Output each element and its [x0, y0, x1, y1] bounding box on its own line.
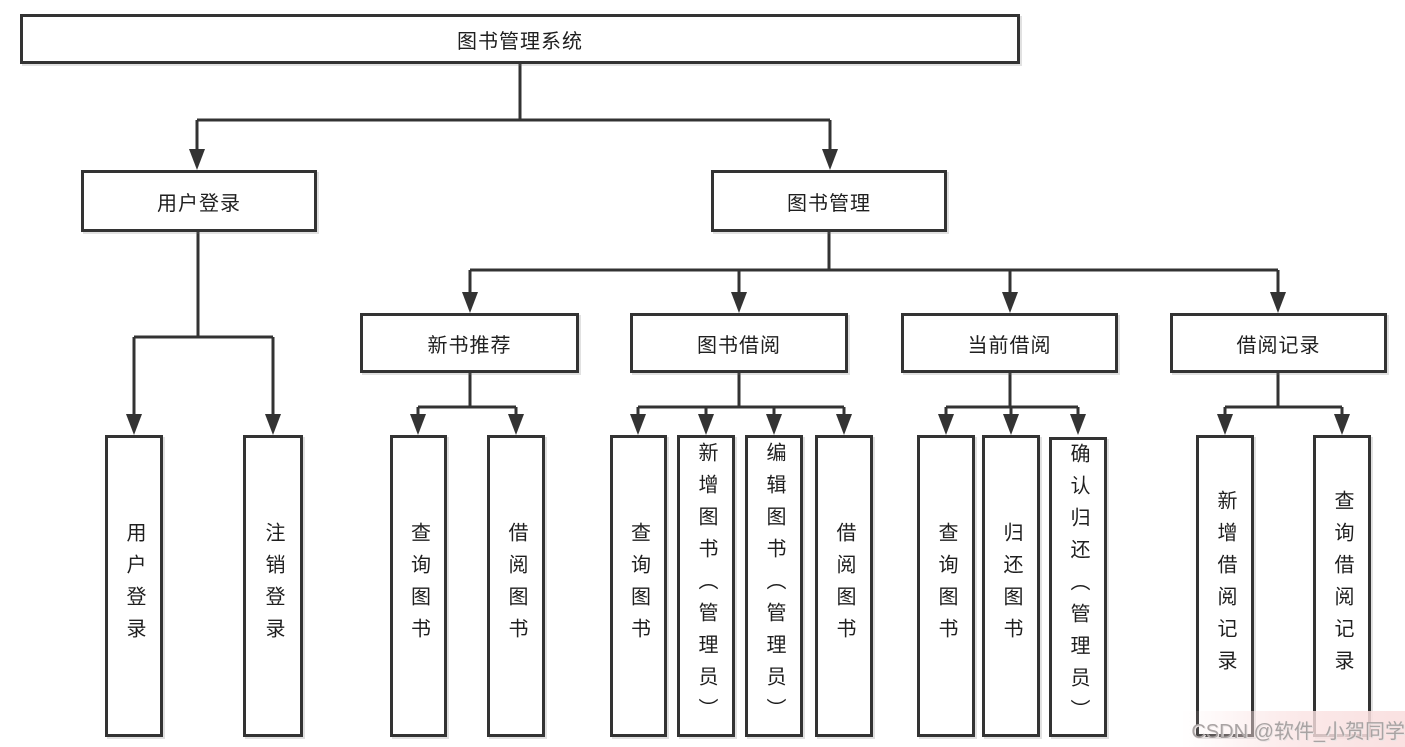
node-new-book-recommend: 新书推荐 — [360, 313, 579, 373]
node-borrowing-records: 借阅记录 — [1170, 313, 1387, 373]
leaf-confirm-return-admin: 确认归还（管理员） — [1049, 437, 1107, 737]
node-label: 新增图书（管理员） — [695, 442, 717, 730]
node-label: 用户登录 — [123, 522, 145, 650]
leaf-borrow-books-1: 借阅图书 — [487, 435, 545, 737]
node-label: 查询图书 — [627, 522, 650, 650]
leaf-logout-login: 注销登录 — [243, 435, 303, 737]
node-user-login: 用户登录 — [81, 170, 317, 232]
node-book-management: 图书管理 — [711, 170, 947, 232]
leaf-query-borrow-record: 查询借阅记录 — [1313, 435, 1371, 737]
node-label: 借阅图书 — [833, 522, 855, 650]
node-book-borrowing: 图书借阅 — [630, 313, 848, 373]
node-label: 查询图书 — [935, 522, 957, 650]
node-label: 注销登录 — [262, 522, 284, 650]
leaf-query-books-3: 查询图书 — [917, 435, 975, 737]
node-label: 确认归还（管理员） — [1067, 443, 1089, 731]
leaf-return-books: 归还图书 — [982, 435, 1040, 737]
node-label: 当前借阅 — [967, 334, 1052, 357]
csdn-watermark: CSDN @软件_小贺同学 — [1181, 711, 1405, 747]
node-label: 借阅记录 — [1236, 334, 1321, 357]
leaf-borrow-books-2: 借阅图书 — [815, 435, 873, 737]
node-label: 图书管理 — [787, 192, 871, 215]
node-book-management-system: 图书管理系统 — [20, 14, 1020, 64]
leaf-query-books-2: 查询图书 — [610, 435, 667, 737]
leaf-query-books-1: 查询图书 — [390, 435, 447, 737]
node-label: 归还图书 — [1000, 522, 1022, 650]
node-label: 查询借阅记录 — [1331, 490, 1353, 682]
leaf-add-books-admin: 新增图书（管理员） — [677, 435, 735, 737]
node-current-borrowing: 当前借阅 — [901, 313, 1118, 373]
node-label: 新增借阅记录 — [1214, 490, 1236, 682]
csdn-watermark-text: CSDN @软件_小贺同学 — [1191, 720, 1405, 743]
node-label: 编辑图书（管理员） — [763, 442, 785, 730]
leaf-user-login: 用户登录 — [105, 435, 163, 737]
node-label: 图书借阅 — [697, 334, 781, 357]
leaf-add-borrow-record: 新增借阅记录 — [1196, 435, 1254, 737]
node-label: 用户登录 — [157, 192, 241, 215]
node-label: 借阅图书 — [505, 522, 527, 650]
node-label: 图书管理系统 — [457, 30, 583, 53]
leaf-edit-books-admin: 编辑图书（管理员） — [745, 435, 803, 737]
node-label: 新书推荐 — [427, 334, 512, 357]
node-label: 查询图书 — [407, 522, 430, 650]
